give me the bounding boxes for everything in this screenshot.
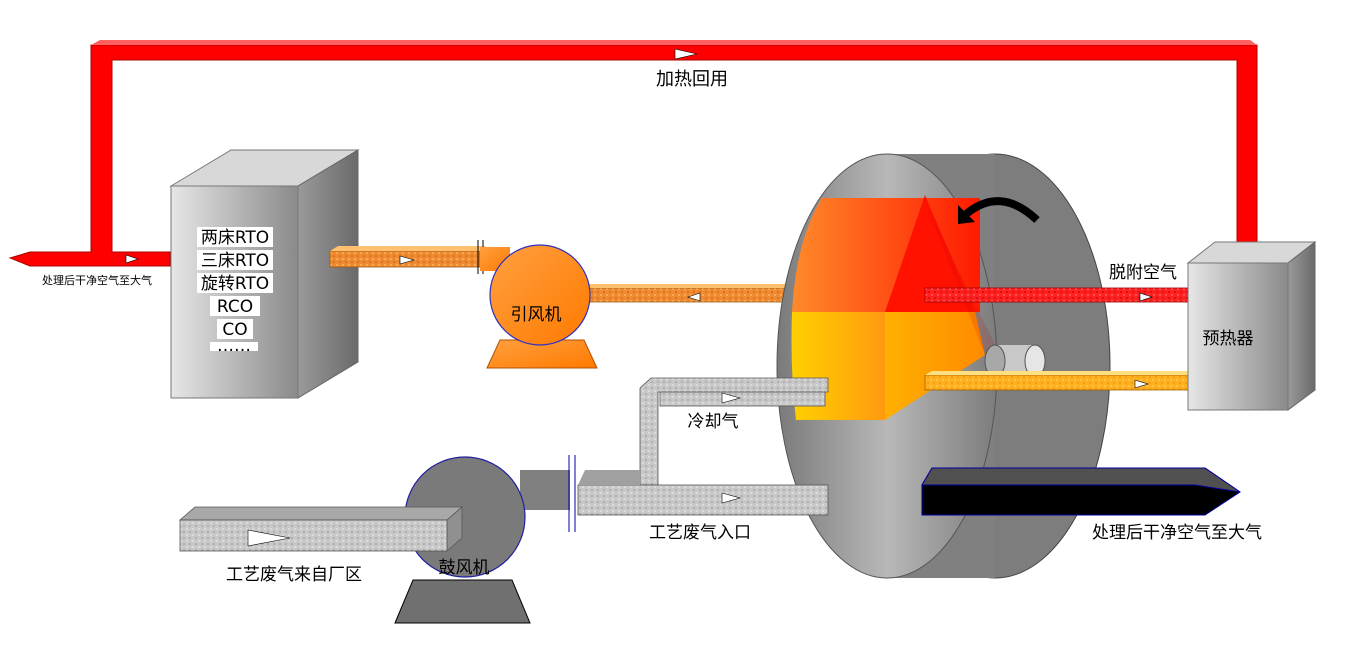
- cooling-air-pipe: [639, 377, 829, 486]
- exhaust-pipe: [921, 467, 1241, 516]
- desorption-air-label: 脱附空气: [1109, 263, 1177, 283]
- inlet-label: 工艺废气入口: [649, 523, 751, 543]
- desorption-pipe: [924, 287, 1191, 303]
- furnace-option: 三床RTO: [201, 251, 269, 271]
- induced-fan-label: 引风机: [511, 305, 562, 325]
- hot-recycle-pipe: [8, 40, 1258, 267]
- preheater-unit: [1186, 240, 1317, 411]
- preheater-label: 预热器: [1203, 329, 1254, 349]
- source-pipe: [178, 506, 464, 552]
- flow-arrow-icon: [674, 48, 698, 60]
- furnace-option: RCO: [217, 297, 253, 317]
- recycle-label: 加热回用: [656, 69, 728, 90]
- furnace-option: CO: [222, 320, 247, 340]
- flow-arrow-icon: [721, 492, 742, 504]
- furnace-option: 旋转RTO: [201, 274, 269, 294]
- flow-arrow-icon: [247, 529, 291, 547]
- furnace-option: 两床RTO: [201, 228, 269, 248]
- exhaust-right-label: 处理后干净空气至大气: [1092, 523, 1262, 543]
- flow-arrow-icon: [687, 292, 701, 302]
- flow-arrow-icon: [1139, 292, 1153, 302]
- flow-arrow-icon: [721, 392, 742, 404]
- furnace-option-list: 两床RTO 三床RTO 旋转RTO RCO CO ……: [197, 227, 273, 356]
- flow-arrow-icon: [1134, 379, 1150, 389]
- furnace-option: ……: [217, 336, 251, 356]
- flow-arrow-icon: [125, 254, 139, 264]
- source-label: 工艺废气来自厂区: [226, 565, 362, 585]
- exhaust-left-label: 处理后干净空气至大气: [42, 273, 152, 287]
- inlet-pipe: [520, 455, 829, 532]
- cooling-air-label: 冷却气: [688, 412, 739, 432]
- rotation-arrow-icon: [958, 205, 975, 224]
- yellow-pipe: [924, 371, 1192, 391]
- blower-label: 鼓风机: [439, 558, 490, 578]
- flow-arrow-icon: [399, 255, 416, 265]
- induced-fan: [480, 244, 598, 369]
- orange-pipe-lower: [547, 284, 812, 303]
